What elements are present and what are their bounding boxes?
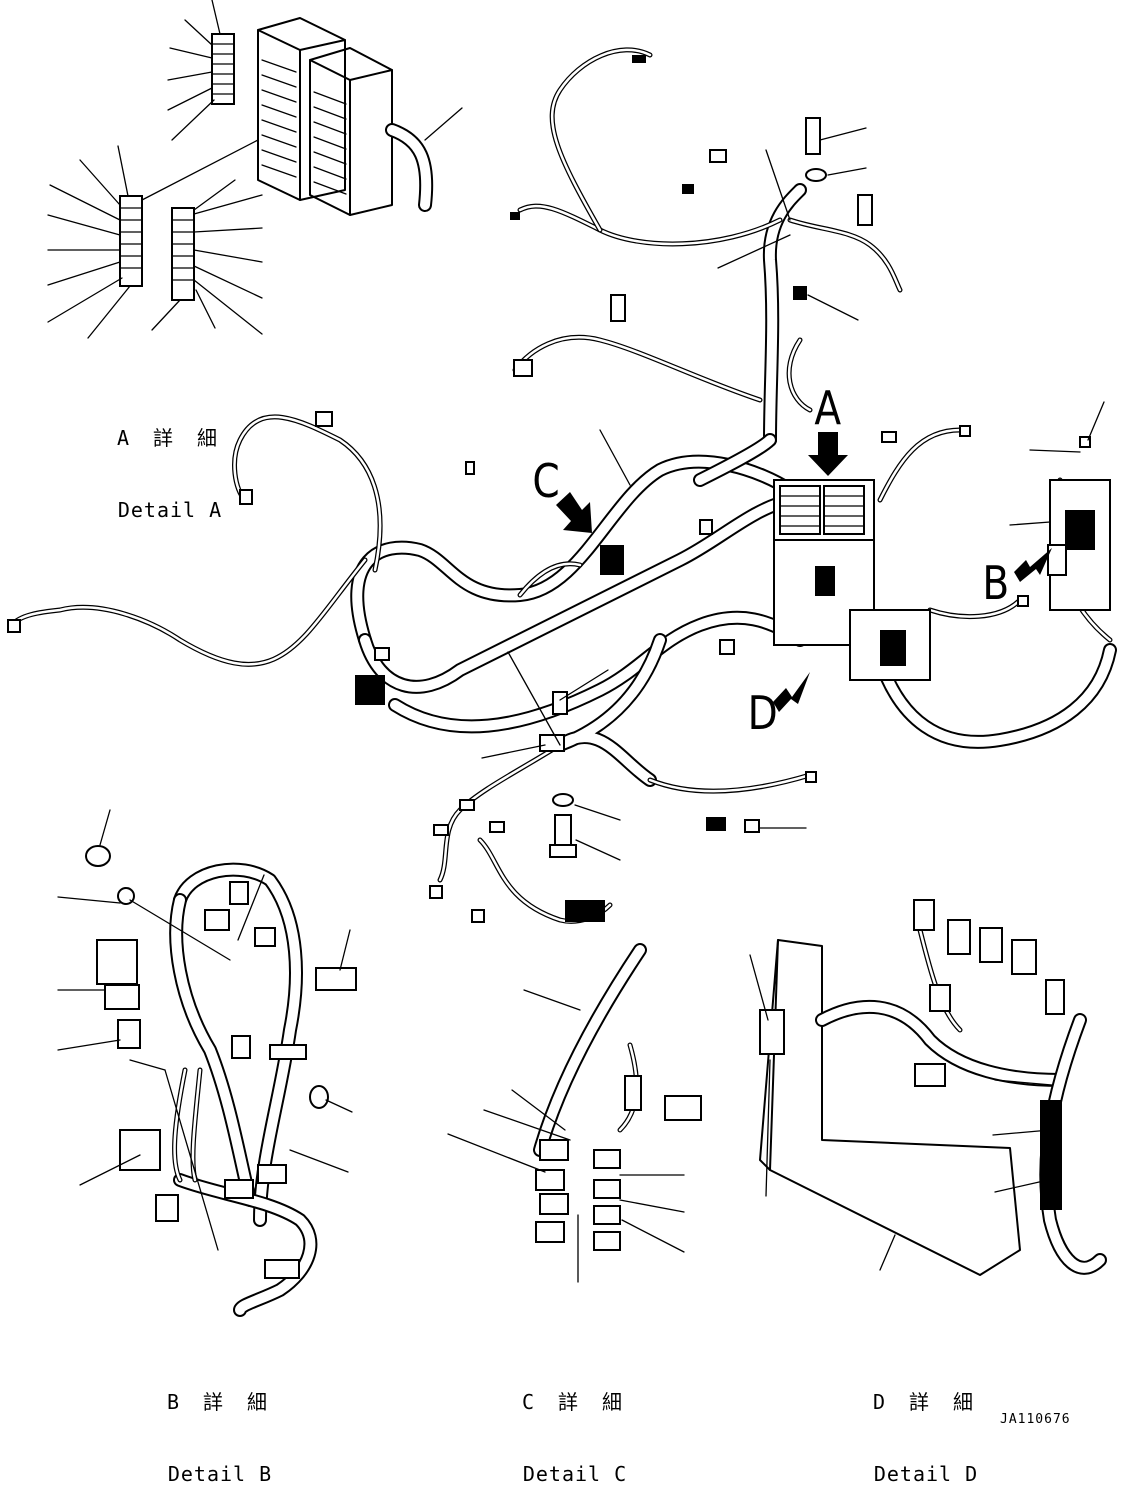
callout-b: B [982,556,1010,610]
arrow-c-icon [556,492,592,533]
arrow-b-icon [1014,548,1052,582]
callout-a: A [814,381,842,435]
callout-arrows [556,432,1052,712]
detail-b-title-jp: B 詳 細 [166,1390,274,1414]
detail-c-title-jp: C 詳 細 [521,1390,629,1414]
callout-d: D [747,686,778,740]
detail-c-title-en: Detail C [522,1462,628,1486]
arrow-d-icon [773,672,810,712]
callout-c: C [532,454,560,508]
detail-d-view [749,899,1107,1276]
detail-c-caption: C 詳 細 Detail C [515,1342,635,1510]
detail-d-caption: D 詳 細 Detail D [866,1342,986,1510]
detail-d-title-en: Detail D [873,1462,979,1486]
detail-a-caption: A 詳 細 Detail A [110,378,230,546]
detail-b-caption: B 詳 細 Detail B [160,1342,280,1510]
main-harness-assembly [7,47,1117,924]
detail-c-view [447,943,702,1283]
detail-d-title-jp: D 詳 細 [872,1390,980,1414]
detail-b-title-en: Detail B [167,1462,273,1486]
detail-a-fuse-box-view [47,0,463,339]
detail-a-title-jp: A 詳 細 [116,426,224,450]
detail-a-title-en: Detail A [117,498,223,522]
detail-b-view [57,809,357,1317]
drawing-code: JA110676 [1000,1412,1071,1427]
wiring-harness-drawing [7,0,1117,1317]
arrow-a-icon [808,432,848,476]
